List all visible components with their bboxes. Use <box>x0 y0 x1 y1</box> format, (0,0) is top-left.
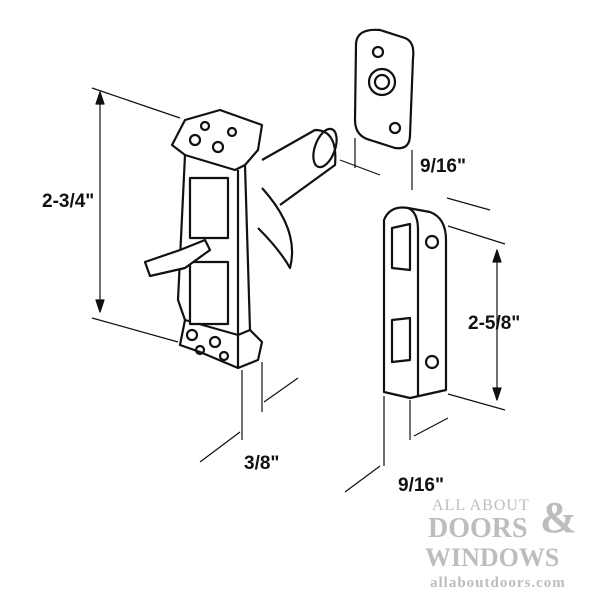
dimension-latch-height: 2-3/4" <box>42 191 95 212</box>
dimension-latch-depth: 3/8" <box>244 453 280 474</box>
keeper <box>382 206 448 400</box>
watermark-line2: DOORS <box>428 513 528 544</box>
watermark-ampersand: & <box>540 493 577 542</box>
strike-plate <box>353 28 415 150</box>
watermark-url: allaboutdoors.com <box>430 575 566 591</box>
dimension-lines <box>91 87 506 493</box>
dimension-keeper-height: 2-5/8" <box>468 313 521 334</box>
watermark-line3: WINDOWS <box>425 543 560 572</box>
dimension-keeper-width: 9/16" <box>398 475 444 496</box>
dimension-strike-width: 9/16" <box>420 156 466 177</box>
watermark-line1: ALL ABOUT <box>432 497 530 514</box>
plunger <box>257 127 338 270</box>
latch-body <box>143 108 264 370</box>
